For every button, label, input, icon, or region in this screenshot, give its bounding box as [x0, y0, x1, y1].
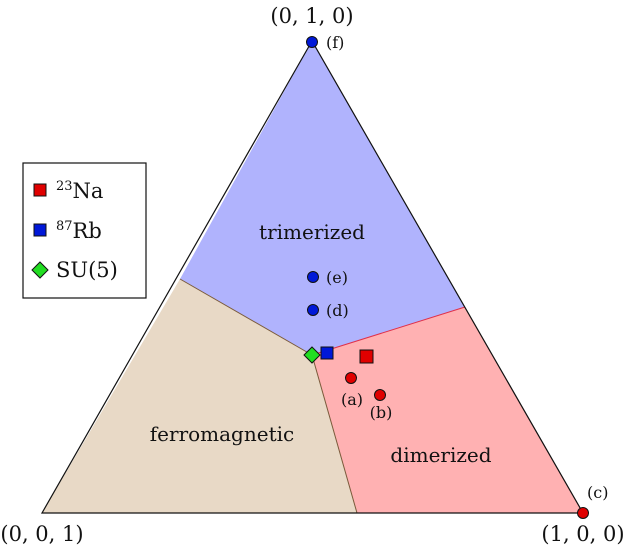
legend-rb-superscript: 87	[56, 219, 73, 234]
legend-na-superscript: 23	[56, 179, 73, 194]
region-label-trimerized: trimerized	[259, 220, 365, 244]
point-e	[307, 271, 319, 283]
legend-marker-rb	[33, 223, 47, 237]
vertex-label-left: (0, 0, 1)	[0, 522, 83, 546]
legend-rb-name: Rb	[73, 219, 102, 243]
point-b	[374, 389, 386, 401]
point-label-c: (c)	[587, 483, 608, 502]
marker-na	[359, 349, 374, 364]
boundary-ferro-dimerized	[311, 354, 358, 514]
region-dimerized	[312, 307, 583, 513]
legend-label-su5: SU(5)	[56, 258, 118, 282]
marker-su5	[303, 346, 321, 364]
legend-box	[22, 162, 147, 299]
point-f	[306, 36, 318, 48]
point-label-a: (a)	[341, 390, 363, 409]
point-c	[577, 507, 589, 519]
boundary-ferro-trimerized	[179, 278, 313, 356]
triangle-outline	[40, 39, 585, 514]
legend: 23Na 87Rb SU(5)	[22, 162, 147, 299]
region-ferromagnetic	[42, 279, 357, 513]
legend-marker-na	[33, 183, 47, 197]
legend-na-name: Na	[73, 179, 104, 203]
legend-marker-su5	[31, 261, 49, 279]
region-label-ferromagnetic: ferromagnetic	[150, 422, 294, 446]
legend-label-na: 23Na	[56, 179, 103, 203]
legend-label-rb: 87Rb	[56, 219, 102, 243]
region-label-dimerized: dimerized	[390, 443, 491, 467]
point-label-d: (d)	[326, 301, 349, 320]
vertex-label-top: (0, 1, 0)	[270, 4, 353, 28]
point-label-e: (e)	[326, 268, 348, 287]
region-trimerized	[180, 41, 465, 355]
marker-rb	[320, 346, 334, 360]
point-label-f: (f)	[326, 33, 344, 52]
point-a	[345, 372, 357, 384]
vertex-label-right: (1, 0, 0)	[541, 522, 623, 546]
point-d	[307, 304, 319, 316]
point-label-b: (b)	[370, 403, 393, 422]
boundary-trimerized-dimerized	[311, 306, 466, 356]
